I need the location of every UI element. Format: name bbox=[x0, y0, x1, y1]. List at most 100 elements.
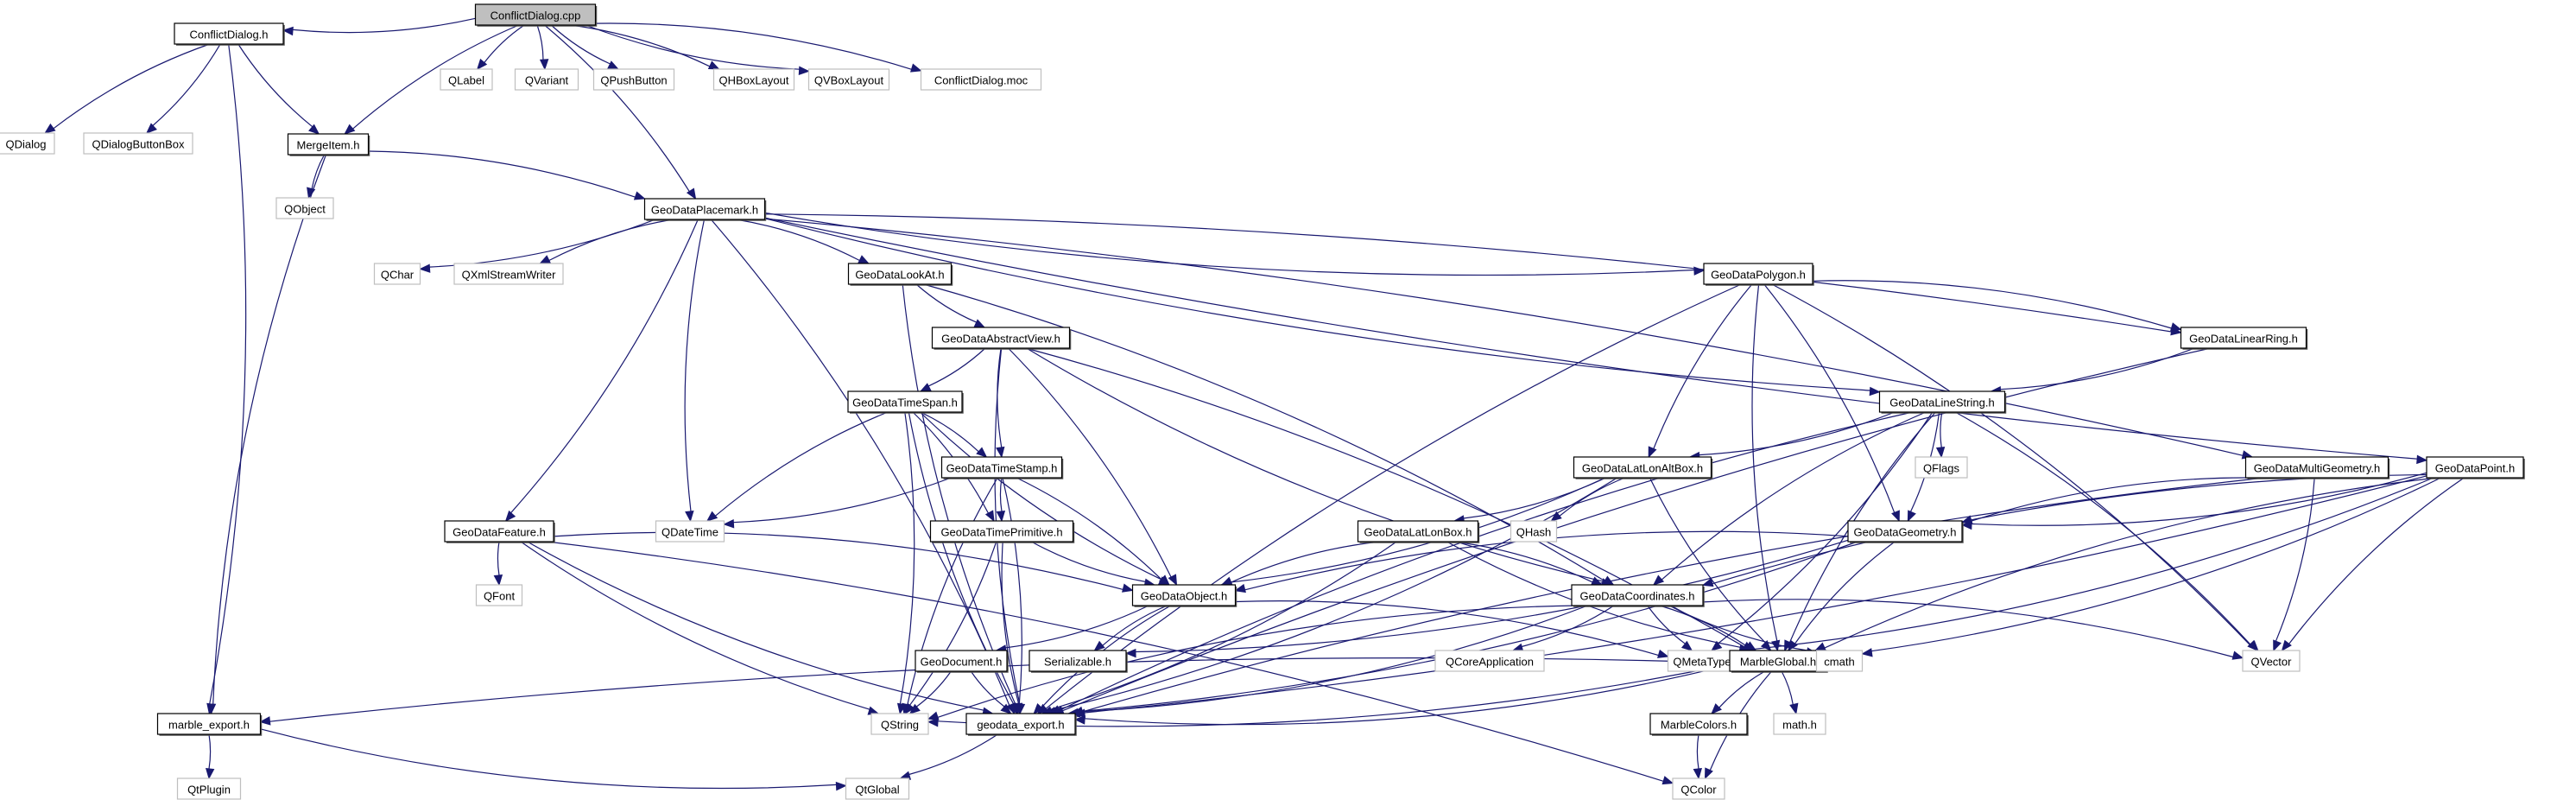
graph-node[interactable]: QFont bbox=[475, 584, 523, 606]
dependency-edge bbox=[311, 154, 326, 189]
graph-node[interactable]: GeoDataPlacemark.h bbox=[643, 198, 767, 221]
node-label: QtPlugin bbox=[187, 784, 231, 796]
dependency-edge bbox=[510, 219, 699, 514]
graph-node[interactable]: MarbleColors.h bbox=[1649, 713, 1749, 736]
node-shadow bbox=[2247, 459, 2390, 479]
node-box bbox=[176, 777, 242, 800]
dependency-edge bbox=[1812, 280, 2172, 329]
node-label: GeoDataCoordinates.h bbox=[1580, 590, 1695, 603]
graph-node[interactable]: GeoDocument.h bbox=[915, 650, 1009, 673]
dependency-edge bbox=[1005, 605, 1149, 649]
graph-node[interactable]: GeoDataPoint.h bbox=[2426, 456, 2525, 479]
graph-node[interactable]: QVector bbox=[2242, 650, 2301, 672]
graph-node[interactable]: QObject bbox=[275, 197, 334, 219]
node-shadow bbox=[2428, 459, 2525, 479]
graph-node[interactable]: QHash bbox=[1510, 520, 1558, 543]
graph-node[interactable]: GeoDataTimePrimitive.h bbox=[929, 520, 1075, 543]
graph-node[interactable]: marble_export.h bbox=[156, 713, 263, 736]
arrowhead-icon bbox=[1122, 583, 1134, 593]
node-shadow bbox=[968, 715, 1077, 736]
dependency-edge bbox=[237, 43, 313, 128]
graph-node[interactable]: QDialogButtonBox bbox=[83, 132, 193, 155]
dependency-edge bbox=[1026, 347, 1604, 582]
graph-node[interactable]: GeoDataLineString.h bbox=[1878, 390, 2007, 414]
arrowhead-icon bbox=[607, 60, 619, 70]
arrowhead-icon bbox=[1711, 703, 1722, 714]
arrowhead-icon bbox=[1093, 640, 1105, 651]
graph-node[interactable]: GeoDataLatLonAltBox.h bbox=[1573, 456, 1713, 479]
dependency-edge bbox=[536, 24, 544, 60]
dependency-edge bbox=[497, 541, 500, 576]
node-label: GeoDataLookAt.h bbox=[855, 269, 944, 282]
arrowhead-icon bbox=[1869, 386, 1881, 397]
graph-node[interactable]: GeoDataTimeSpan.h bbox=[847, 390, 964, 414]
graph-node[interactable]: QXmlStreamWriter bbox=[453, 263, 564, 285]
graph-node[interactable]: GeoDataMultiGeometry.h bbox=[2244, 456, 2390, 479]
arrowhead-icon bbox=[835, 781, 847, 791]
graph-node[interactable]: QDialog bbox=[0, 132, 55, 155]
dependency-edge bbox=[1082, 477, 2265, 713]
dependency-edge bbox=[920, 411, 979, 453]
graph-node[interactable]: MarbleGlobal.h bbox=[1729, 650, 1828, 673]
graph-node[interactable]: QChar bbox=[373, 263, 421, 285]
dependency-edge bbox=[764, 218, 1870, 391]
dependency-edge bbox=[1971, 477, 2250, 522]
node-box bbox=[0, 132, 55, 155]
node-label: GeoDataLatLonAltBox.h bbox=[1582, 462, 1703, 475]
node-box bbox=[1357, 520, 1479, 543]
graph-node[interactable]: ConflictDialog.moc bbox=[920, 68, 1042, 91]
dependency-edge bbox=[1062, 347, 2212, 712]
graph-node[interactable]: ConflictDialog.h bbox=[174, 22, 285, 46]
graph-node[interactable]: GeoDataFeature.h bbox=[444, 520, 555, 543]
arrowhead-icon bbox=[686, 187, 697, 200]
graph-node[interactable]: GeoDataTimeStamp.h bbox=[940, 456, 1064, 479]
graph-node[interactable]: GeoDataCoordinates.h bbox=[1571, 584, 1705, 607]
graph-node[interactable]: QVBoxLayout bbox=[807, 68, 890, 91]
graph-node[interactable]: GeoDataObject.h bbox=[1131, 584, 1237, 607]
graph-node[interactable]: QCoreApplication bbox=[1434, 650, 1545, 672]
dependency-edge bbox=[1045, 283, 1742, 709]
node-label: QFlags bbox=[1923, 462, 1959, 475]
arrowhead-icon bbox=[685, 511, 694, 523]
graph-node[interactable]: QPushButton bbox=[592, 68, 675, 91]
dependency-edge bbox=[1763, 283, 1896, 513]
node-shadow bbox=[1652, 715, 1749, 736]
graph-node[interactable]: MergeItem.h bbox=[287, 133, 370, 156]
graph-node[interactable]: QtPlugin bbox=[176, 777, 242, 800]
graph-node[interactable]: QFlags bbox=[1915, 456, 1968, 479]
node-label: QXmlStreamWriter bbox=[462, 269, 556, 282]
node-label: QHash bbox=[1516, 526, 1551, 539]
graph-node[interactable]: geodata_export.h bbox=[965, 713, 1077, 736]
arrowhead-icon bbox=[996, 511, 1006, 523]
graph-node[interactable]: GeoDataAbstractView.h bbox=[931, 327, 1072, 350]
graph-node[interactable]: QHBoxLayout bbox=[712, 68, 795, 91]
graph-node[interactable]: Serializable.h bbox=[1029, 650, 1128, 673]
graph-node[interactable]: GeoDataLinearRing.h bbox=[2180, 327, 2308, 350]
graph-node[interactable]: cmath bbox=[1815, 650, 1864, 672]
dependency-edge bbox=[484, 24, 525, 63]
arrowhead-icon bbox=[1033, 703, 1044, 714]
dependency-edge bbox=[937, 605, 1579, 718]
graph-node[interactable]: QString bbox=[870, 713, 929, 735]
arrowhead-icon bbox=[1704, 767, 1713, 780]
graph-node[interactable]: ConflictDialog.cpp bbox=[474, 3, 598, 27]
dependency-edge bbox=[292, 17, 476, 34]
graph-node[interactable]: math.h bbox=[1773, 713, 1826, 735]
graph-node[interactable]: QMetaType bbox=[1667, 650, 1737, 672]
graph-node[interactable]: GeoDataGeometry.h bbox=[1847, 520, 1964, 543]
graph-node[interactable]: QDateTime bbox=[655, 520, 725, 543]
graph-node[interactable]: GeoDataPolygon.h bbox=[1703, 263, 1814, 286]
dependency-edge bbox=[553, 531, 1123, 590]
node-box bbox=[1815, 650, 1864, 672]
arrowhead-icon bbox=[976, 447, 988, 458]
node-label: QVector bbox=[2251, 656, 2293, 669]
node-box bbox=[1571, 584, 1704, 606]
graph-node[interactable]: GeoDataLookAt.h bbox=[847, 263, 953, 286]
graph-node[interactable]: GeoDataLatLonBox.h bbox=[1357, 520, 1480, 543]
node-label: GeoDataObject.h bbox=[1141, 590, 1227, 603]
graph-node[interactable]: QLabel bbox=[440, 68, 493, 91]
graph-node[interactable]: QtGlobal bbox=[845, 777, 910, 800]
graph-node[interactable]: QVariant bbox=[514, 68, 579, 91]
graph-node[interactable]: QColor bbox=[1672, 777, 1725, 800]
node-label: marble_export.h bbox=[168, 719, 250, 732]
